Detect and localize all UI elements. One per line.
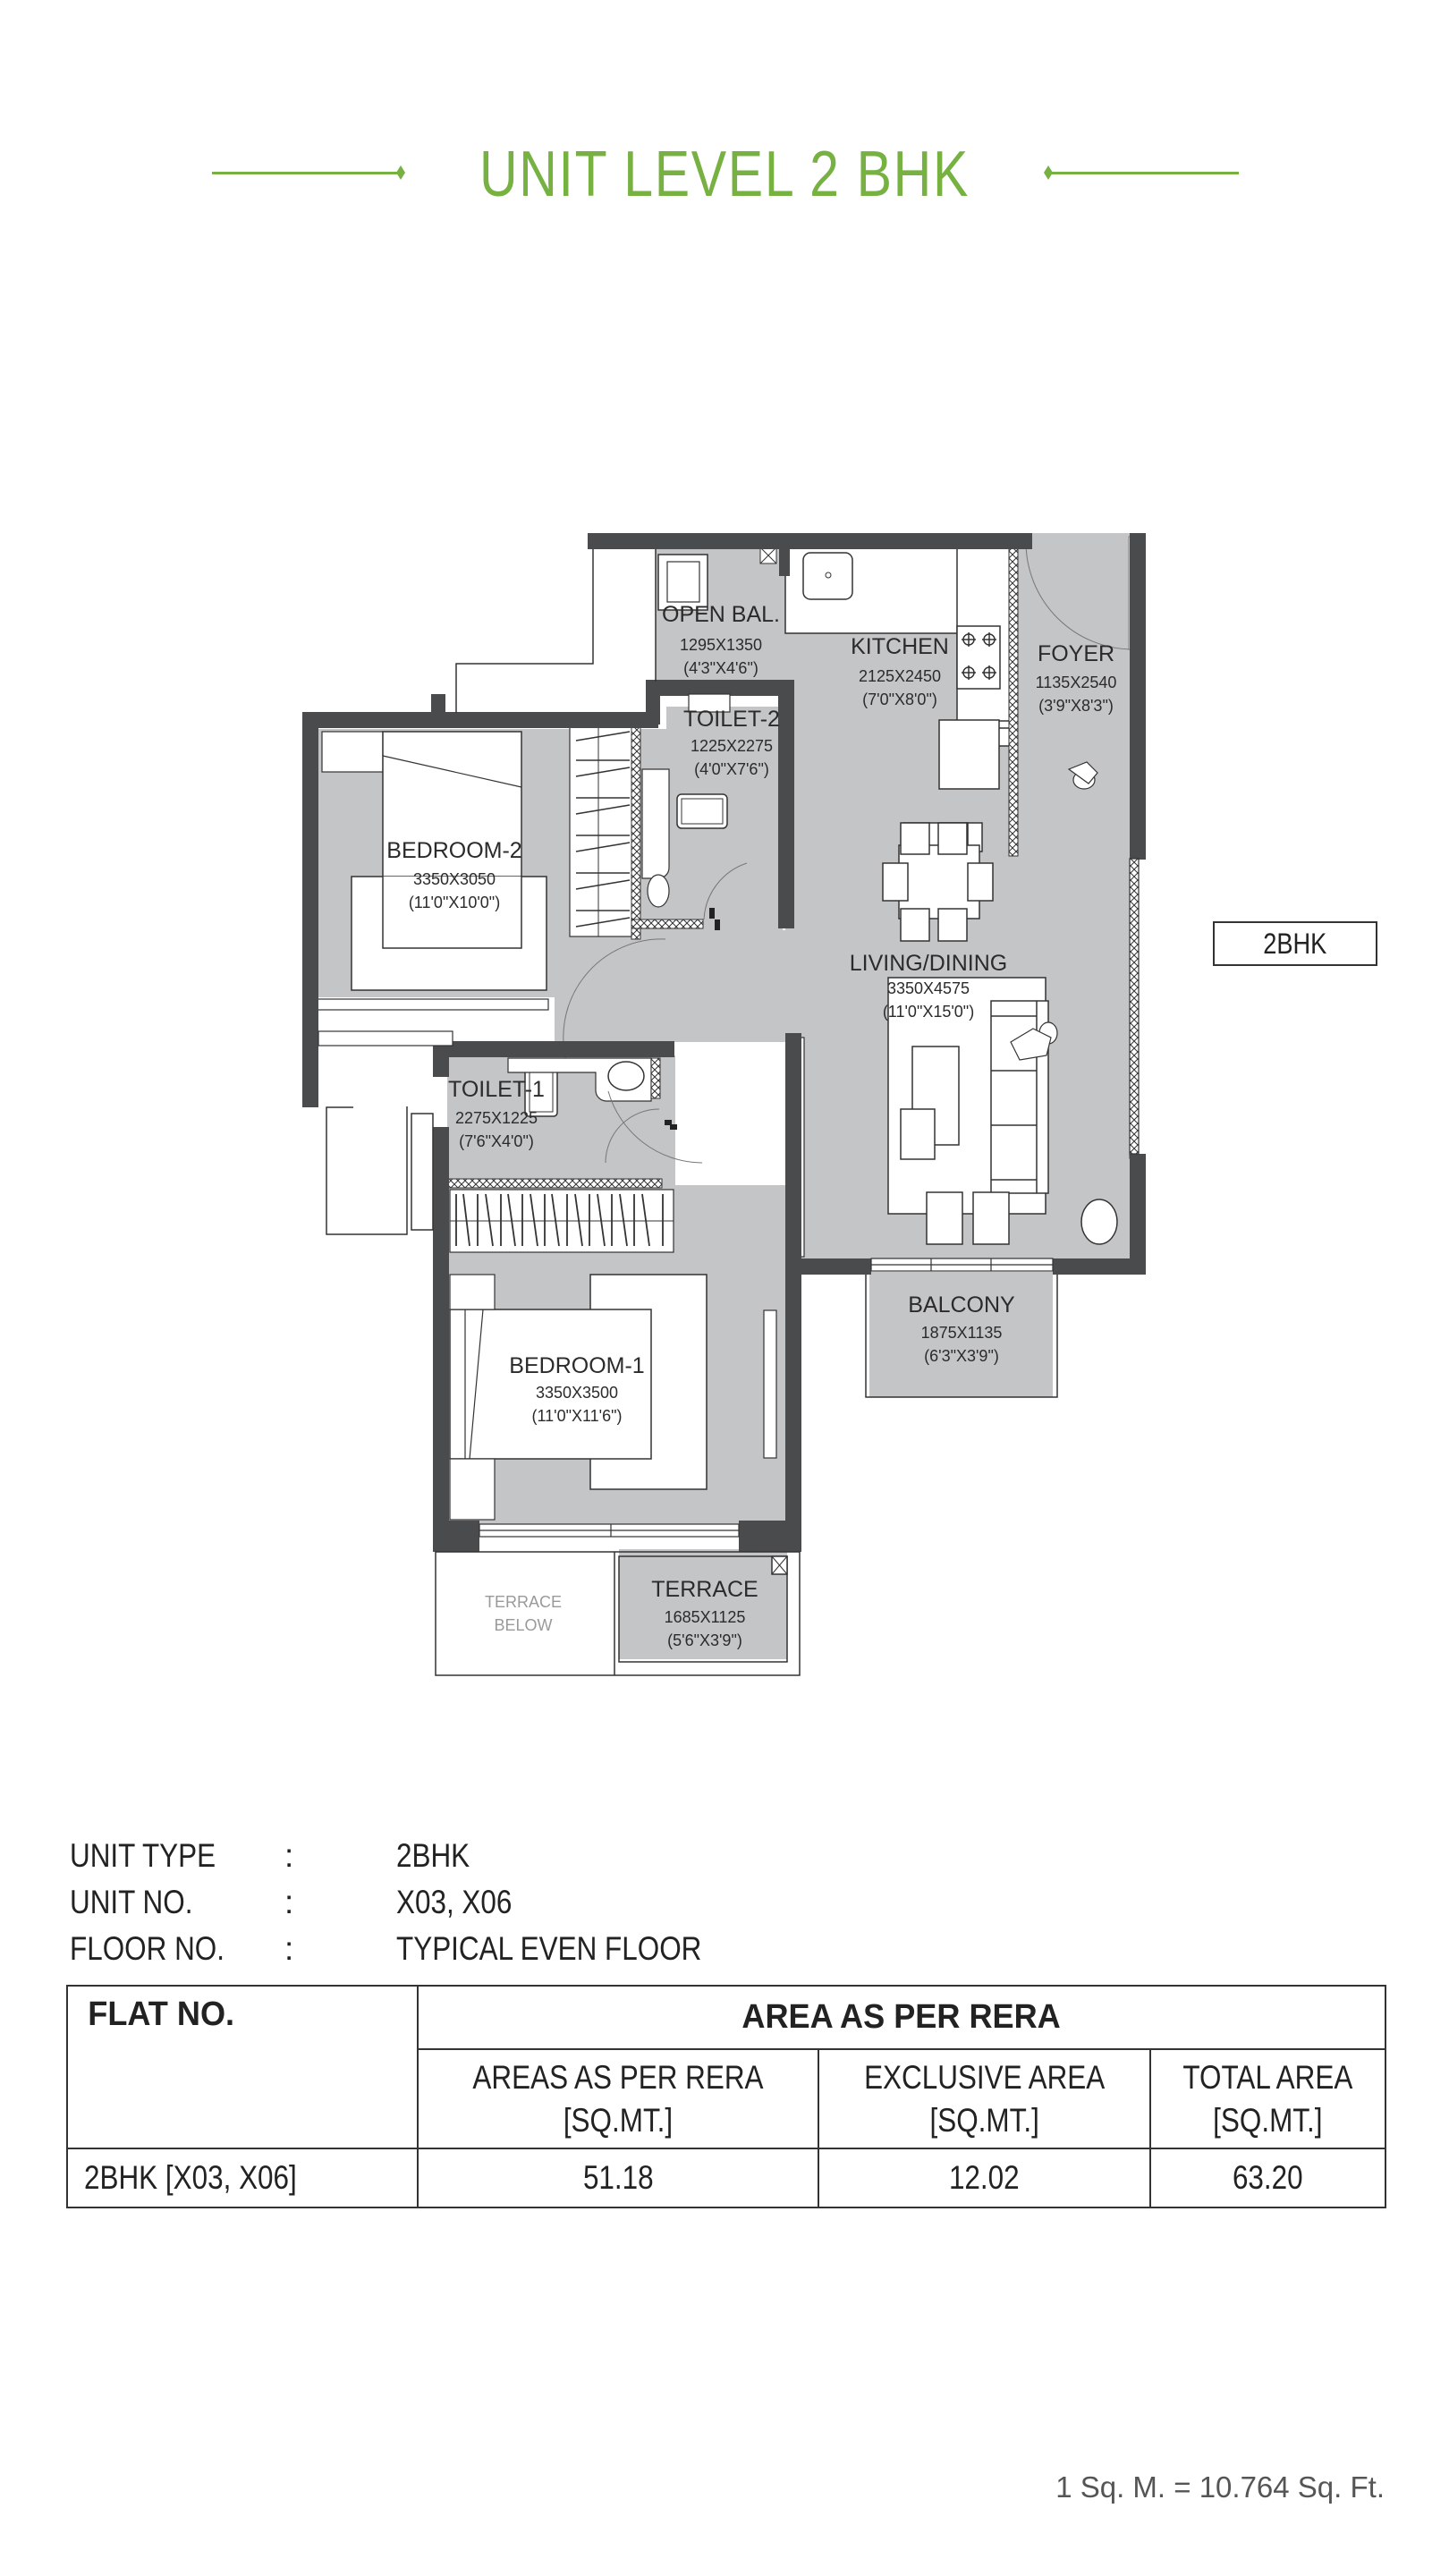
- svg-text:3350X4575: 3350X4575: [887, 979, 970, 997]
- svg-text:TERRACE: TERRACE: [485, 1593, 562, 1611]
- diamond-ornament-icon: [1044, 165, 1053, 180]
- floor-plan: OPEN BAL. 1295X1350 (4'3"X4'6") KITCHEN …: [302, 533, 1377, 1676]
- svg-text:FOYER: FOYER: [1038, 641, 1114, 666]
- svg-text:1685X1125: 1685X1125: [665, 1608, 746, 1626]
- svg-text:TERRACE: TERRACE: [651, 1577, 758, 1602]
- info-key: UNIT NO.: [70, 1884, 193, 1920]
- title-rule-left: [212, 172, 400, 174]
- unit-type-tag-label: 2BHK: [1263, 928, 1327, 960]
- table-header-exclusive-area: EXCLUSIVE AREA[SQ.MT.]: [817, 2048, 1152, 2149]
- room-label-living-dining: LIVING/DINING 3350X4575 (11'0"X15'0"): [850, 951, 1007, 1021]
- room-label-terrace: TERRACE 1685X1125 (5'6"X3'9"): [651, 1577, 758, 1649]
- page-title: UNIT LEVEL 2 BHK: [479, 139, 970, 210]
- info-value: TYPICAL EVEN FLOOR: [396, 1930, 702, 1967]
- info-separator: :: [284, 1884, 294, 1920]
- info-separator: :: [284, 1930, 294, 1967]
- floor-plan-drawing: OPEN BAL. 1295X1350 (4'3"X4'6") KITCHEN …: [302, 533, 1146, 1676]
- cell-rera-area: 51.18: [417, 2148, 819, 2208]
- svg-text:(6'3"X3'9"): (6'3"X3'9"): [924, 1347, 999, 1365]
- svg-text:1135X2540: 1135X2540: [1036, 674, 1117, 691]
- svg-text:(11'0"X15'0"): (11'0"X15'0"): [883, 1003, 974, 1021]
- svg-text:(11'0"X11'6"): (11'0"X11'6"): [531, 1407, 622, 1425]
- room-label-kitchen: KITCHEN 2125X2450 (7'0"X8'0"): [851, 634, 949, 708]
- svg-text:TOILET-1: TOILET-1: [448, 1077, 545, 1102]
- svg-text:BALCONY: BALCONY: [908, 1292, 1015, 1318]
- unit-type-tag: 2BHK: [1213, 921, 1377, 966]
- room-label-balcony: BALCONY 1875X1135 (6'3"X3'9"): [908, 1292, 1015, 1365]
- svg-text:TOILET-2: TOILET-2: [683, 707, 780, 732]
- svg-text:1295X1350: 1295X1350: [680, 636, 762, 654]
- svg-text:1225X2275: 1225X2275: [691, 737, 773, 755]
- svg-text:(3'9"X8'3"): (3'9"X8'3"): [1038, 697, 1114, 715]
- info-key: FLOOR NO.: [70, 1930, 225, 1967]
- svg-text:LIVING/DINING: LIVING/DINING: [850, 951, 1007, 976]
- svg-text:BEDROOM-2: BEDROOM-2: [386, 838, 521, 863]
- svg-text:(7'0"X8'0"): (7'0"X8'0"): [862, 691, 937, 708]
- svg-text:3350X3050: 3350X3050: [413, 870, 496, 888]
- info-value: X03, X06: [396, 1884, 513, 1920]
- svg-text:2275X1225: 2275X1225: [455, 1109, 538, 1127]
- diamond-ornament-icon: [396, 165, 405, 180]
- room-label-bedroom-2: BEDROOM-2 3350X3050 (11'0"X10'0"): [386, 838, 521, 911]
- table-row: 2BHK [X03, X06] 51.18 12.02 63.20: [66, 2148, 1386, 2208]
- title-rule-right: [1051, 172, 1239, 174]
- unit-conversion-note: 1 Sq. M. = 10.764 Sq. Ft.: [1055, 2470, 1385, 2504]
- room-label-bedroom-1: BEDROOM-1 3350X3500 (11'0"X11'6"): [509, 1353, 644, 1425]
- svg-text:1875X1135: 1875X1135: [921, 1324, 1003, 1342]
- svg-text:(11'0"X10'0"): (11'0"X10'0"): [409, 894, 500, 911]
- rera-area-table: FLAT NO. AREA AS PER RERA AREAS AS PER R…: [66, 1984, 1386, 2208]
- svg-text:(4'3"X4'6"): (4'3"X4'6"): [683, 659, 758, 677]
- title-banner: UNIT LEVEL 2 BHK: [0, 134, 1449, 224]
- room-label-toilet-1: TOILET-1 2275X1225 (7'6"X4'0"): [448, 1077, 545, 1150]
- table-header-rera-area: AREAS AS PER RERA[SQ.MT.]: [417, 2048, 819, 2149]
- svg-text:3350X3500: 3350X3500: [536, 1384, 618, 1402]
- info-separator: :: [284, 1837, 294, 1874]
- svg-text:2125X2450: 2125X2450: [859, 667, 941, 685]
- svg-text:KITCHEN: KITCHEN: [851, 634, 949, 659]
- cell-exclusive-area: 12.02: [817, 2148, 1152, 2208]
- room-label-open-balcony: OPEN BAL. 1295X1350 (4'3"X4'6"): [662, 602, 780, 677]
- table-header-area-group: AREA AS PER RERA: [417, 1984, 1386, 2051]
- info-value: 2BHK: [396, 1837, 470, 1874]
- svg-text:(4'0"X7'6"): (4'0"X7'6"): [694, 760, 769, 778]
- cell-total-area: 63.20: [1149, 2148, 1386, 2208]
- svg-text:(5'6"X3'9"): (5'6"X3'9"): [667, 1631, 742, 1649]
- info-key: UNIT TYPE: [70, 1837, 216, 1874]
- svg-text:BEDROOM-1: BEDROOM-1: [509, 1353, 644, 1378]
- svg-text:(7'6"X4'0"): (7'6"X4'0"): [459, 1132, 534, 1150]
- table-header-flat-no: FLAT NO.: [66, 1985, 419, 2149]
- room-label-toilet-2: TOILET-2 1225X2275 (4'0"X7'6"): [683, 707, 780, 778]
- svg-text:BELOW: BELOW: [494, 1616, 552, 1634]
- svg-text:OPEN BAL.: OPEN BAL.: [662, 602, 780, 627]
- table-header-total-area: TOTAL AREA[SQ.MT.]: [1149, 2048, 1386, 2149]
- cell-flat-no: 2BHK [X03, X06]: [66, 2148, 419, 2208]
- room-label-terrace-below: TERRACE BELOW: [485, 1593, 562, 1634]
- room-label-foyer: FOYER 1135X2540 (3'9"X8'3"): [1036, 641, 1117, 715]
